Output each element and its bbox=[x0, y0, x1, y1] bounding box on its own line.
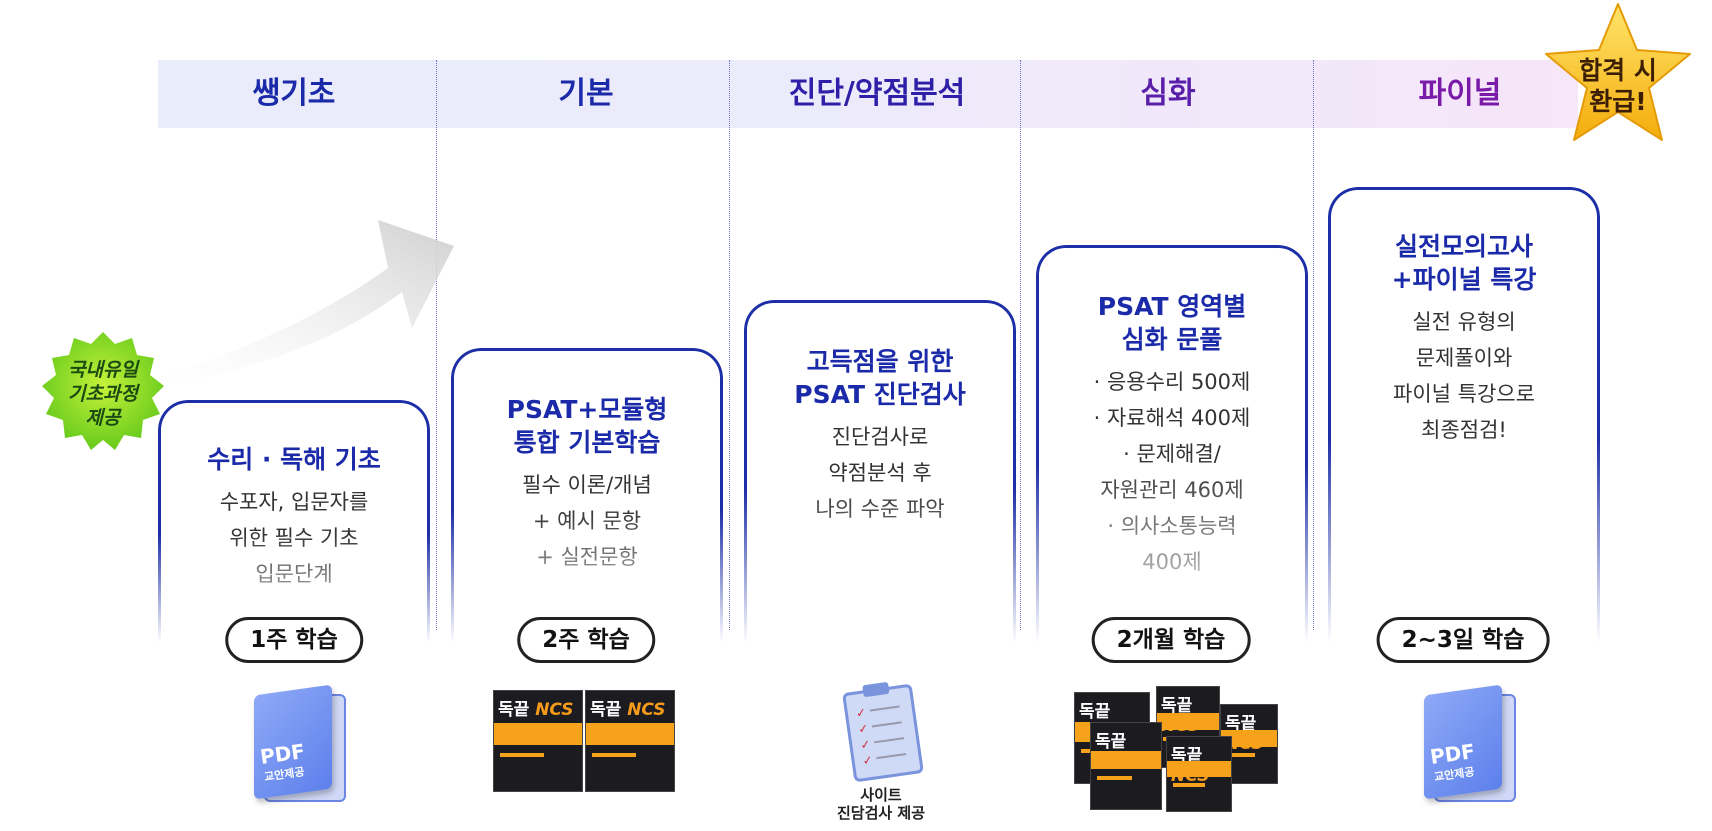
card-body: · 응용수리 500제· 자료해석 400제· 문제해결/ 자원관리 460제·… bbox=[1093, 370, 1251, 574]
card-title: 수리 · 독해 기초 bbox=[207, 445, 381, 474]
stage-title-advanced: 심화 bbox=[1140, 76, 1196, 111]
stage-title-basic: 기본 bbox=[558, 76, 614, 111]
stage-title-diagnosis: 진단/약점분석 bbox=[788, 76, 966, 111]
ncs-book-icon: 독끝 NCS bbox=[1166, 736, 1232, 812]
stage-divider bbox=[436, 60, 437, 630]
duration-badge: 2~3일 학습 bbox=[1376, 617, 1550, 663]
duration-badge: 1주 학습 bbox=[225, 617, 363, 663]
stage-header-band bbox=[158, 60, 1578, 128]
duration-badge: 2주 학습 bbox=[517, 617, 655, 663]
clipboard-check-icon: ✓ ✓ ✓ ✓ bbox=[842, 681, 924, 783]
stage-title-final: 파이널 bbox=[1418, 76, 1502, 111]
ncs-book-icon: 독끝 NCS bbox=[1156, 686, 1220, 768]
ncs-book-icon: 독끝 NCS bbox=[1090, 722, 1162, 810]
pdf-book-icon: PDF 교안제공 bbox=[254, 684, 346, 802]
stage-title-basic-zero: 쌩기초 bbox=[252, 76, 336, 111]
duration-badge: 2개월 학습 bbox=[1091, 617, 1251, 663]
stage-divider bbox=[1020, 60, 1021, 630]
stage-divider bbox=[729, 60, 730, 630]
ncs-book-icon: 독끝 NCS bbox=[493, 690, 583, 792]
pdf-book-icon: PDF 교안제공 bbox=[1424, 684, 1516, 802]
card-title: 실전모의고사+파이널 특강 bbox=[1391, 232, 1537, 294]
stage-divider bbox=[1313, 60, 1314, 630]
gray-arrow-icon bbox=[150, 220, 454, 386]
card-body: 필수 이론/개념+ 예시 문항+ 실전문항 bbox=[522, 473, 652, 569]
ncs-book-icon: 독끝 NCS bbox=[585, 690, 675, 792]
